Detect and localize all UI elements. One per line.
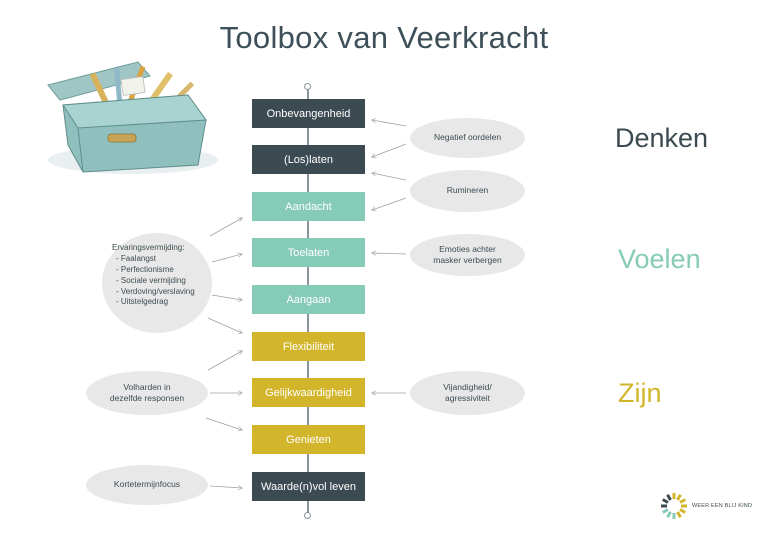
obstacle-negatief-oordelen: Negatief oordelen xyxy=(410,118,525,158)
list-item: - Verdoving/verslaving xyxy=(116,286,195,296)
obstacle-kortetermijnfocus: Kortetermijnfocus xyxy=(86,465,208,505)
category-voelen: Voelen xyxy=(618,244,701,274)
step-flexibiliteit: Flexibiliteit xyxy=(252,332,365,361)
obstacle-label-line1: Emoties achter xyxy=(439,243,496,254)
list-item: - Uitstelgedrag xyxy=(116,297,169,307)
obstacle-label-line2: agressiviteit xyxy=(445,393,490,403)
obstacle-label: Negatief oordelen xyxy=(433,132,502,143)
page-title: Toolbox van Veerkracht xyxy=(219,20,549,55)
category-denken: Denken xyxy=(615,123,709,153)
spine-top-dot xyxy=(304,83,311,90)
brand-logo: WEER EEN BLIJ KIND xyxy=(660,492,752,520)
obstacle-emoties-maskeren: Emoties achter masker verbergen xyxy=(410,234,525,276)
obstacle-ervaringsvermijding: Ervaringsvermijding: - Faalangst - Perfe… xyxy=(112,243,195,308)
category-zijn: Zijn xyxy=(618,378,662,408)
obstacle-volharden: Volharden in dezelfde responsen xyxy=(86,371,208,415)
step-genieten: Genieten xyxy=(252,425,365,454)
step-waardenvol-leven: Waarde(n)vol leven xyxy=(252,472,365,501)
obstacle-label-line1: Volharden in xyxy=(123,381,171,392)
step-loslaten: (Los)laten xyxy=(252,145,365,174)
spine-bottom-dot xyxy=(304,512,311,519)
step-aandacht: Aandacht xyxy=(252,192,365,221)
obstacle-ervaringsvermijding-bg xyxy=(102,233,212,333)
step-toelaten: Toelaten xyxy=(252,238,365,267)
brand-logo-text: WEER EEN BLIJ KIND xyxy=(692,503,753,509)
step-aangaan: Aangaan xyxy=(252,285,365,314)
obstacle-label: Rumineren xyxy=(446,185,489,196)
obstacle-title: Ervaringsvermijding: xyxy=(112,243,185,252)
sunflower-logo-icon xyxy=(661,493,687,519)
step-onbevangenheid: Onbevangenheid xyxy=(252,99,365,128)
obstacle-vijandigheid: Vijandigheid/ agressiviteit xyxy=(410,371,525,415)
toolbox-illustration xyxy=(47,61,218,174)
obstacle-rumineren: Rumineren xyxy=(410,170,525,212)
list-item: - Faalangst xyxy=(116,253,157,263)
obstacle-label-line2: dezelfde responsen xyxy=(109,393,185,403)
list-item: - Perfectionisme xyxy=(116,264,174,274)
list-item: - Sociale vermijding xyxy=(116,275,186,285)
obstacle-label-line1: Vijandigheid/ xyxy=(443,381,492,392)
obstacle-label: Kortetermijnfocus xyxy=(113,479,181,490)
step-gelijkwaardigheid: Gelijkwaardigheid xyxy=(252,378,365,407)
obstacle-label-line2: masker verbergen xyxy=(433,255,502,265)
